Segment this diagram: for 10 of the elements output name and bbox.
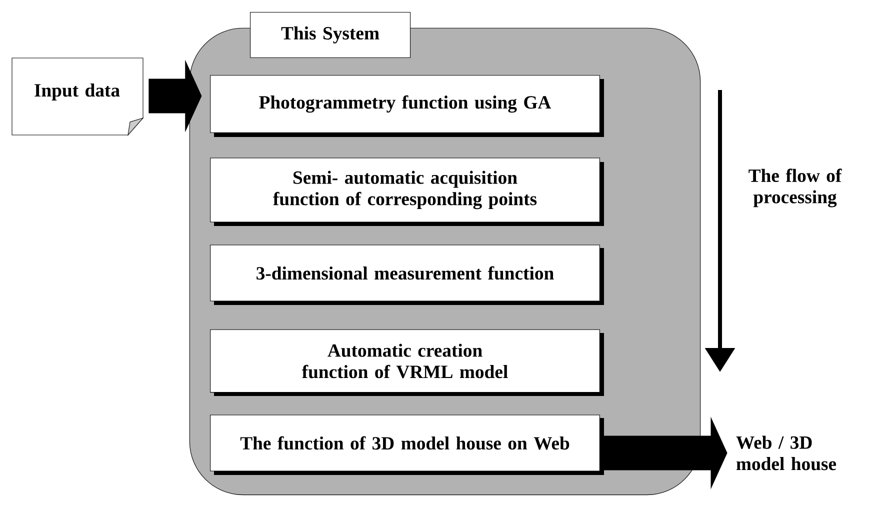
- block-arrow: [604, 416, 728, 490]
- function-box: Photogrammetry function using GA: [210, 75, 604, 137]
- block-arrow: [148, 60, 202, 132]
- function-box: Automatic creation function of VRML model: [210, 329, 604, 396]
- flow-label: The flow of processing: [748, 168, 842, 208]
- function-box: Semi- automatic acquisition function of corresponding points: [210, 158, 604, 226]
- function-box: 3-dimensional measurement function: [210, 244, 604, 305]
- output-label: Web / 3D model house: [736, 436, 836, 470]
- node-label: The function of 3D model house on Web: [240, 436, 570, 450]
- function-box: The function of 3D model house on Web: [210, 414, 604, 475]
